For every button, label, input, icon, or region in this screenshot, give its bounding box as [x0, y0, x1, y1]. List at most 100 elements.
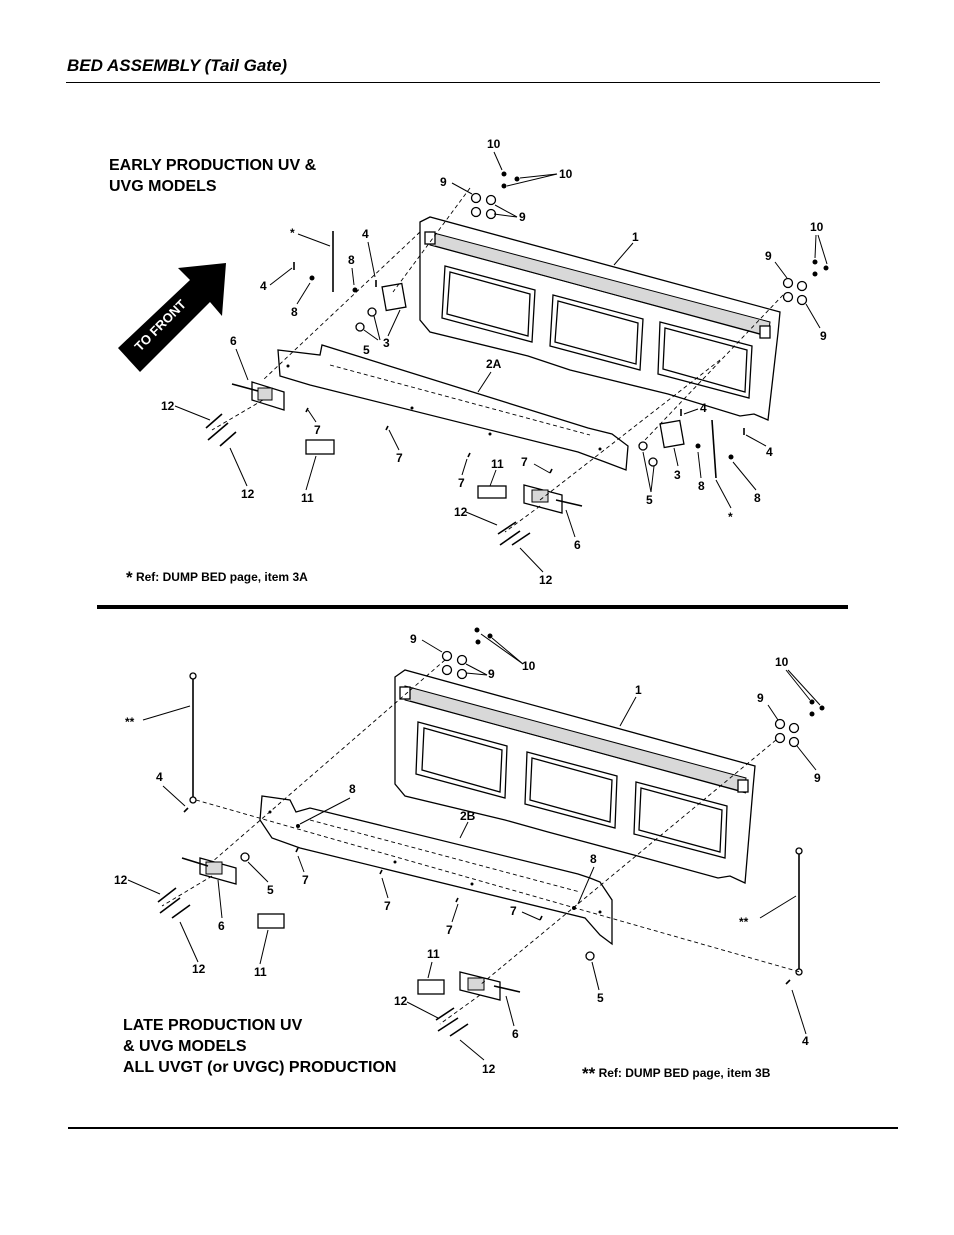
lower-callout-6: 9	[757, 691, 764, 705]
upper-callout-28: *	[728, 510, 733, 524]
lower-callout-27: 12	[482, 1062, 496, 1076]
upper-callout-4: 9	[519, 210, 526, 224]
lower-latch-left	[181, 857, 237, 885]
lower-callout-28: 4	[802, 1034, 809, 1048]
lower-label-line-2: & UVG MODELS	[123, 1038, 247, 1055]
lower-callout-3: 9	[488, 667, 495, 681]
upper-callout-11: 4	[260, 279, 267, 293]
upper-callout-35: 12	[539, 573, 553, 587]
upper-callout-13: 8	[291, 305, 298, 319]
lower-callout-17: 11	[254, 965, 267, 979]
lower-callout-24: 11	[427, 947, 440, 961]
lower-callout-5: 10	[775, 655, 789, 669]
lower-callout-20: 8	[590, 852, 597, 866]
lower-latch-right	[459, 971, 521, 1001]
upper-callout-6: 10	[810, 220, 824, 234]
lower-callout-7: 9	[814, 771, 821, 785]
upper-callout-29: 5	[646, 493, 653, 507]
lower-callout-1: 9	[410, 632, 417, 646]
bottom-divider	[68, 1127, 898, 1129]
lower-bar-2b	[259, 795, 613, 946]
to-front-arrow: TO FRONT	[118, 263, 226, 372]
upper-callout-8: 9	[820, 329, 827, 343]
lower-callout-16: 12	[192, 962, 206, 976]
upper-callout-1: 10	[487, 137, 501, 151]
lower-callout-15: 7	[302, 873, 309, 887]
lower-callout-9: 4	[156, 770, 163, 784]
lower-callout-4: 1	[635, 683, 642, 697]
upper-hinge-plate-right	[659, 419, 685, 449]
upper-hinge-plate-left	[381, 282, 407, 312]
lower-note-text: Ref: DUMP BED page, item 3B	[598, 1066, 771, 1080]
lower-rod-right	[795, 847, 803, 976]
upper-section-label: EARLY PRODUCTION UV & UVG MODELS	[109, 155, 316, 197]
upper-callout-20: 7	[314, 423, 321, 437]
upper-note-mark: *	[126, 568, 133, 587]
lower-callout-21: 7	[510, 904, 517, 918]
lower-reflector-right	[417, 979, 445, 995]
lower-callout-14: 5	[267, 883, 274, 897]
lower-callout-11: 2B	[460, 809, 476, 823]
upper-callout-23: 4	[700, 401, 707, 415]
upper-callout-5: 1	[632, 230, 639, 244]
upper-leader-lines	[174, 151, 828, 573]
upper-callout-34: 6	[574, 538, 581, 552]
upper-callout-30: 7	[521, 455, 528, 469]
upper-rod-right	[711, 419, 717, 479]
lower-diagram: 9 10 9 1 10 9 9 ** 4 8 2B 12 6 5 7 12 11…	[114, 627, 825, 1076]
lower-label-line-3: ALL UVGT (or UVGC) PRODUCTION	[123, 1059, 397, 1076]
lower-callout-2: 10	[522, 659, 536, 673]
lower-reference-note: ** Ref: DUMP BED page, item 3B	[582, 1064, 770, 1084]
lower-rod-left	[189, 672, 197, 804]
upper-callout-17: 2A	[486, 357, 502, 371]
upper-callout-32: 7	[458, 476, 465, 490]
page-title: BED ASSEMBLY (Tail Gate)	[67, 56, 288, 75]
upper-callout-26: 8	[698, 479, 705, 493]
title-divider	[66, 82, 880, 83]
lower-tailgate-panel	[394, 669, 756, 884]
lower-callout-12: 12	[114, 873, 128, 887]
lower-assembly-lines	[161, 659, 801, 1025]
upper-callout-22: 11	[301, 491, 314, 505]
lower-leader-lines	[127, 633, 821, 1061]
upper-callout-33: 12	[454, 505, 468, 519]
upper-callout-15: 5	[363, 343, 370, 357]
upper-callout-16: 6	[230, 334, 237, 348]
upper-callout-12: 8	[348, 253, 355, 267]
upper-callout-18: 12	[161, 399, 175, 413]
lower-callout-25: 12	[394, 994, 408, 1008]
lower-callout-26: 6	[512, 1027, 519, 1041]
upper-callout-19: 12	[241, 487, 255, 501]
lower-note-mark: **	[582, 1064, 596, 1083]
lower-callout-18: 7	[384, 899, 391, 913]
upper-assembly-lines	[211, 187, 784, 533]
upper-tailgate-panel	[419, 216, 781, 421]
lower-callout-13: 6	[218, 919, 225, 933]
upper-callout-27: 8	[754, 491, 761, 505]
upper-reflector-right	[477, 485, 507, 499]
upper-note-text: Ref: DUMP BED page, item 3A	[135, 570, 308, 584]
lower-hardware	[183, 627, 825, 985]
lower-bolts	[157, 887, 469, 1037]
upper-callout-14: 3	[383, 336, 390, 350]
lower-label-line-1: LATE PRODUCTION UV	[123, 1017, 303, 1034]
lower-callout-19: 7	[446, 923, 453, 937]
lower-section-label: LATE PRODUCTION UV & UVG MODELS ALL UVGT…	[123, 1015, 396, 1078]
upper-diagram: TO FRONT	[118, 137, 829, 587]
upper-callout-24: 4	[766, 445, 773, 459]
upper-callout-10: 4	[362, 227, 369, 241]
lower-reflector-left	[257, 913, 285, 929]
upper-callout-25: 3	[674, 468, 681, 482]
lower-callout-22: **	[739, 915, 749, 929]
upper-reference-note: * Ref: DUMP BED page, item 3A	[126, 568, 308, 588]
upper-callout-31: 11	[491, 457, 504, 471]
section-divider	[97, 605, 848, 609]
upper-callout-7: 9	[765, 249, 772, 263]
upper-reflector-left	[305, 439, 335, 455]
upper-callout-2: 10	[559, 167, 573, 181]
upper-callout-21: 7	[396, 451, 403, 465]
upper-label-line-1: EARLY PRODUCTION UV &	[109, 157, 317, 174]
lower-callout-10: 8	[349, 782, 356, 796]
upper-bar-2a	[277, 344, 629, 471]
